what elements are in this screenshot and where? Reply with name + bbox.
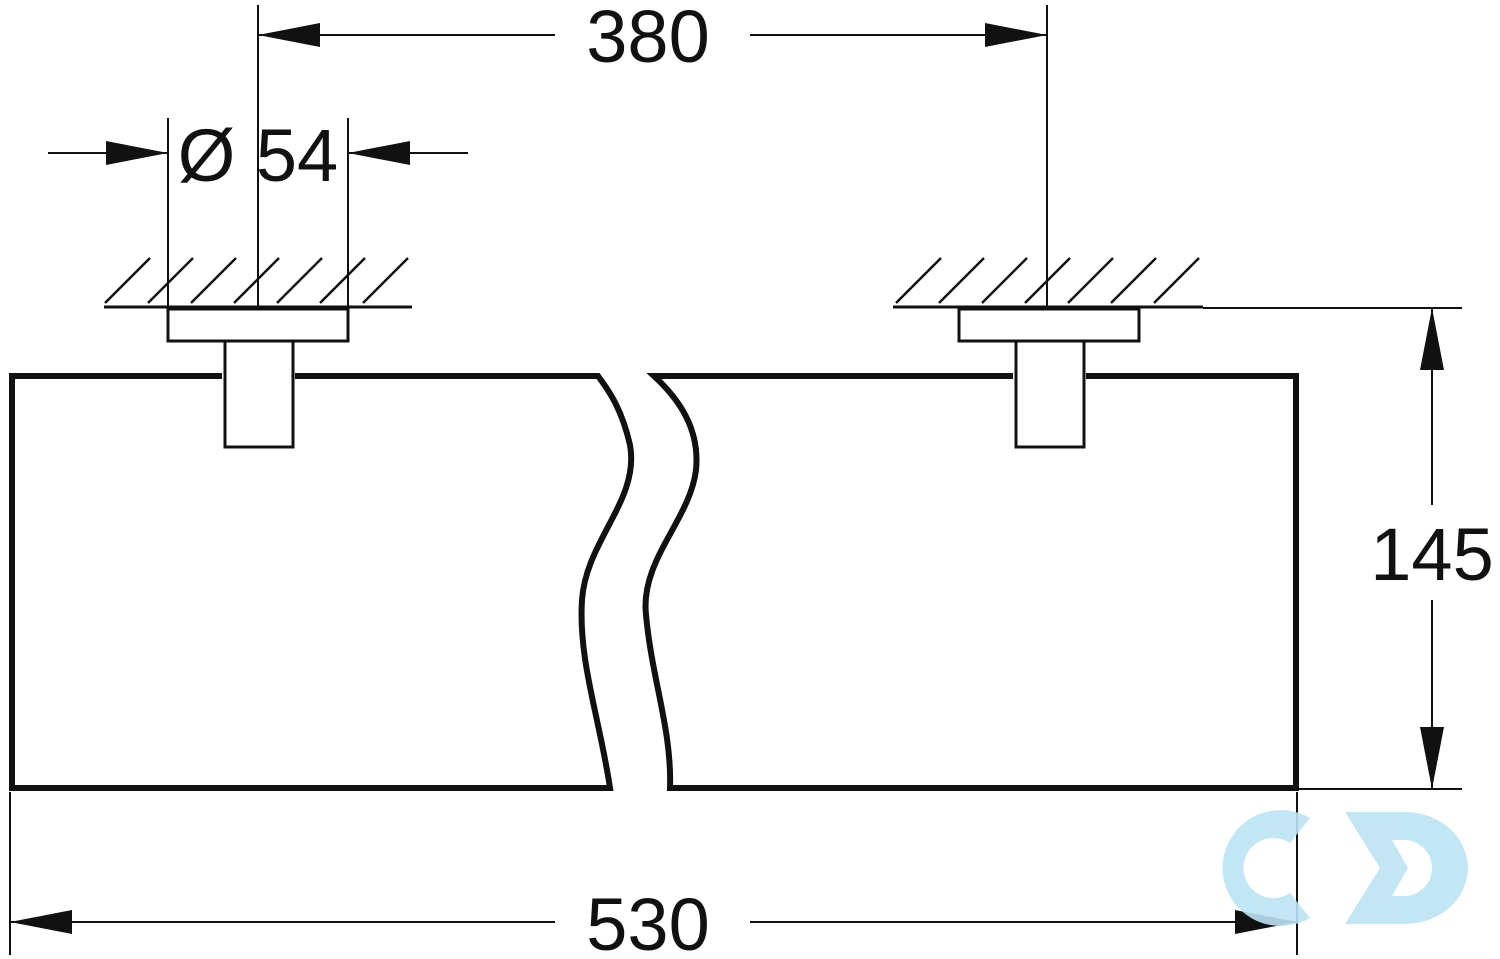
mount-plate-right xyxy=(957,307,1141,343)
logo-d-shape xyxy=(1345,812,1468,924)
arrowhead-diameter-left xyxy=(106,141,168,165)
mount-plate-left xyxy=(166,307,350,343)
arrowhead-left xyxy=(258,23,320,47)
arrowhead-right xyxy=(985,23,1047,47)
mount-bracket-left xyxy=(166,307,350,449)
mount-post-left xyxy=(223,339,295,449)
shelf-body-right xyxy=(642,373,1299,791)
mount-post-right xyxy=(1014,339,1086,449)
arrowhead-height-bottom xyxy=(1420,727,1444,789)
dimension-mount-spacing: 380 xyxy=(257,0,1048,308)
wall-hatch-right xyxy=(893,257,1203,309)
dimension-label-diameter: Ø 54 xyxy=(178,114,338,197)
arrowhead-diameter-right xyxy=(348,141,410,165)
logo-c-shape xyxy=(1222,810,1310,926)
dimension-total-length: 530 xyxy=(9,792,1298,959)
arrowhead-height-top xyxy=(1420,308,1444,370)
dimension-label-380: 380 xyxy=(586,0,709,78)
watermark-logo xyxy=(1222,810,1468,926)
dimension-diameter: Ø 54 xyxy=(48,114,468,308)
wall-hatch-left xyxy=(104,257,412,309)
dimension-height: 145 xyxy=(1203,307,1494,790)
dimension-label-530: 530 xyxy=(586,883,709,959)
arrowhead-bottom-left xyxy=(10,910,72,934)
mount-bracket-right xyxy=(957,307,1141,449)
dimension-label-145: 145 xyxy=(1370,513,1493,596)
shelf-body-left xyxy=(9,373,635,791)
